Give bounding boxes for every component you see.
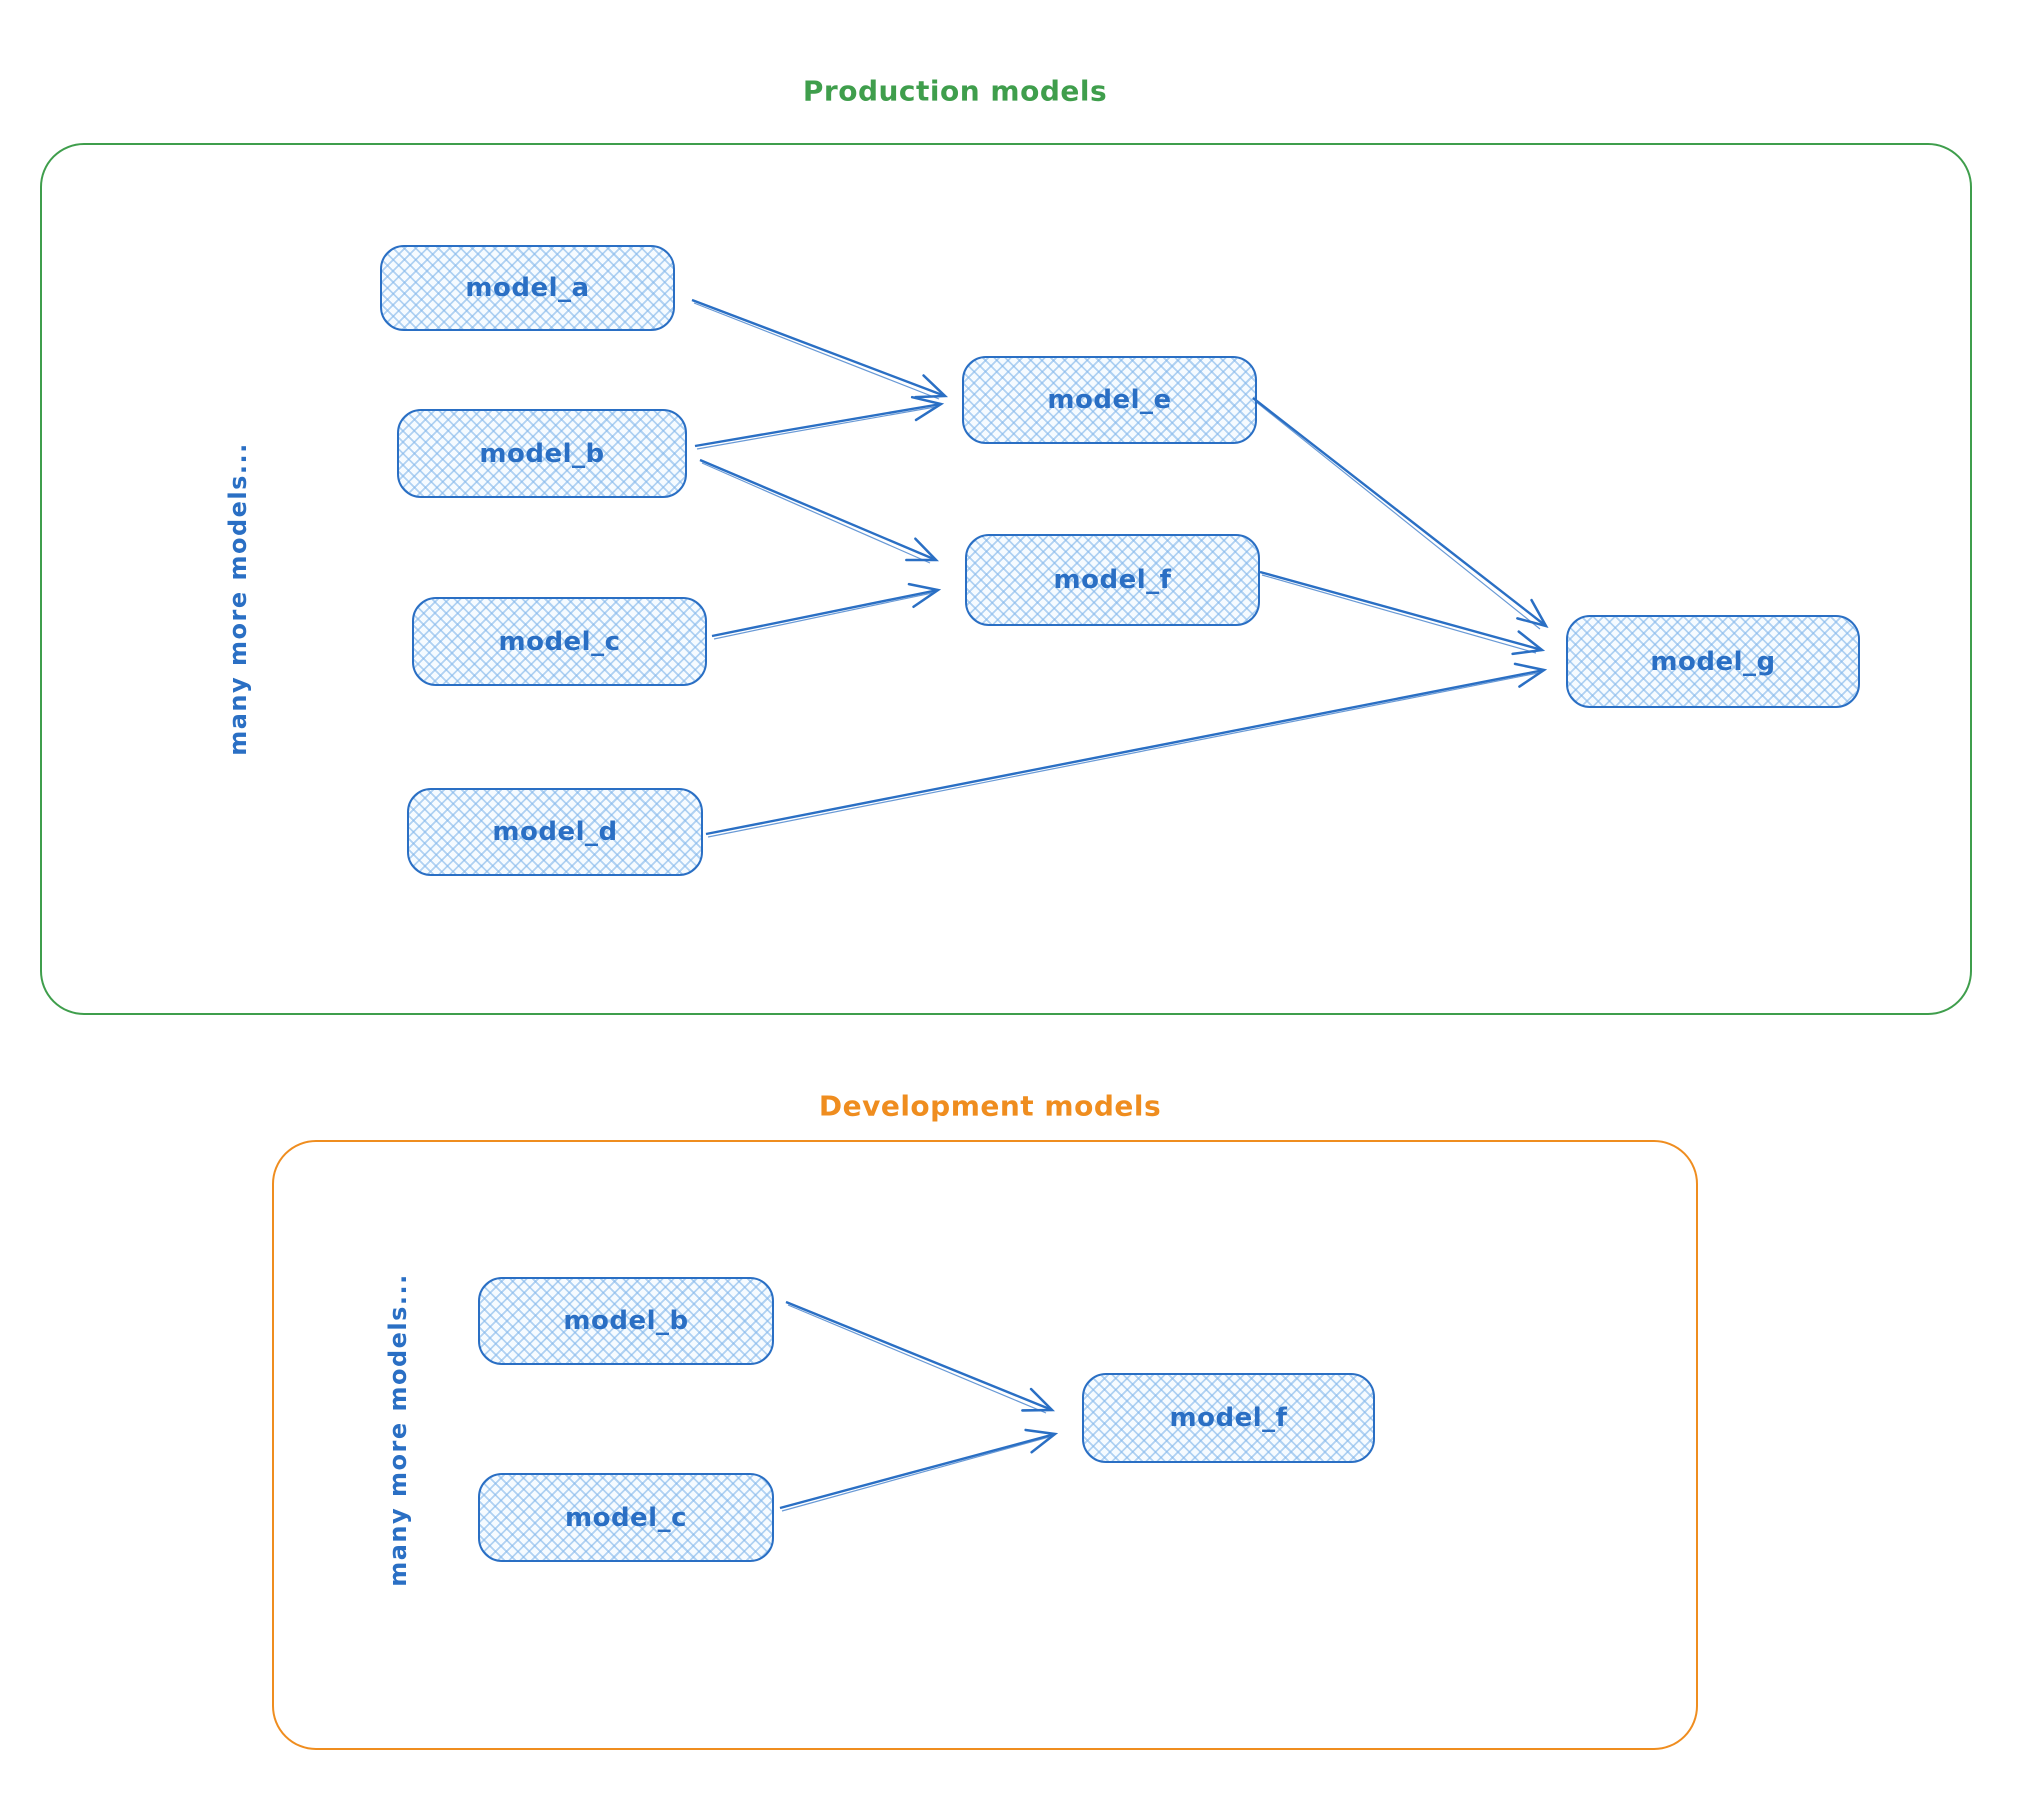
node-model_b: model_b: [397, 409, 687, 498]
node-label: model_c: [564, 1502, 688, 1533]
node-label: model_a: [465, 273, 590, 303]
node-model_a: model_a: [380, 245, 675, 331]
node-model_c: model_c: [412, 597, 707, 686]
development-frame: [272, 1140, 1698, 1750]
node-model_f: model_f: [965, 534, 1260, 626]
node-label: model_g: [1650, 646, 1776, 677]
node-label: model_e: [1047, 385, 1172, 415]
production-frame: [40, 143, 1972, 1015]
node-model_d: model_d: [407, 788, 703, 876]
development-side-label: many more models...: [384, 1273, 412, 1587]
node-model_e: model_e: [962, 356, 1257, 444]
node-label: model_f: [1053, 565, 1172, 595]
node-model_g: model_g: [1566, 615, 1860, 708]
node-label: model_f: [1169, 1403, 1288, 1433]
node-dev_model_c: model_c: [478, 1473, 774, 1562]
node-label: model_b: [563, 1306, 689, 1336]
node-label: model_d: [492, 817, 618, 847]
production-side-label: many more models...: [224, 442, 252, 756]
section-title-production: Production models: [802, 74, 1108, 108]
section-title-development: Development models: [818, 1089, 1162, 1123]
node-label: model_c: [498, 626, 621, 657]
node-dev_model_b: model_b: [478, 1277, 774, 1365]
node-dev_model_f: model_f: [1082, 1373, 1375, 1463]
node-label: model_b: [479, 438, 605, 469]
